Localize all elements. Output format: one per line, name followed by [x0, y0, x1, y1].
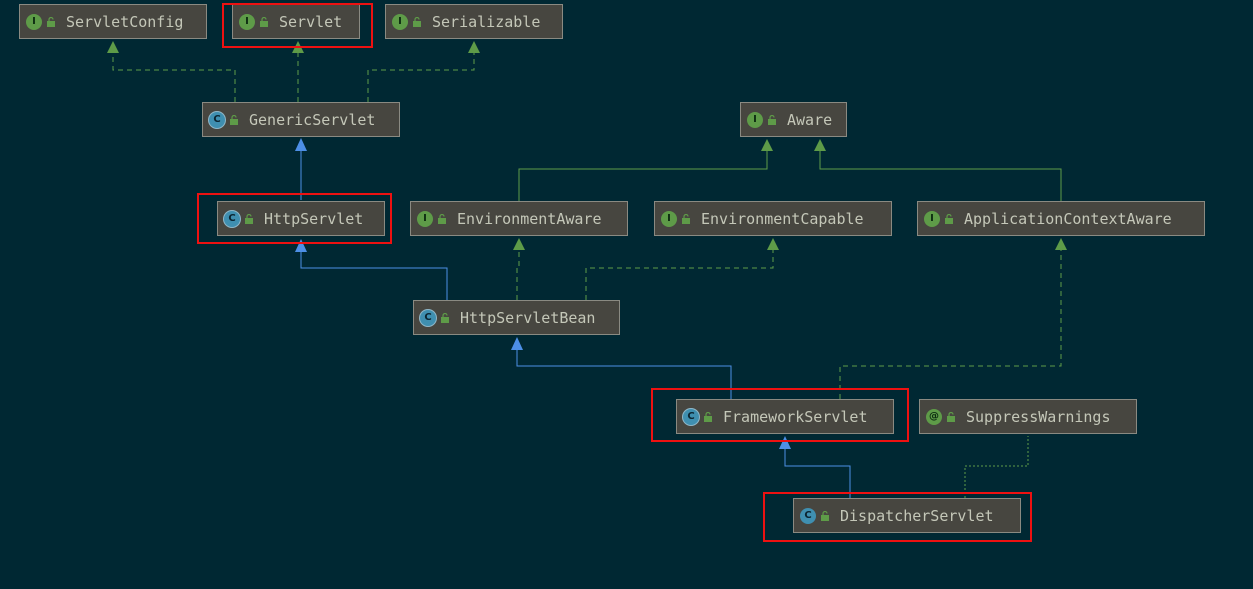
- public-lock-icon: [441, 312, 449, 323]
- edge-genericservlet-serializable: [367, 41, 480, 102]
- node-label: DispatcherServlet: [840, 506, 994, 525]
- interface-badge-icon: I: [661, 210, 677, 227]
- highlight-frameworkservlet: [651, 388, 909, 442]
- class-badge-icon: C: [800, 507, 816, 524]
- public-lock-icon: [230, 114, 238, 125]
- annotation-badge-icon: @: [926, 408, 942, 425]
- public-lock-icon: [682, 213, 690, 224]
- edge-environmentaware-aware: [518, 139, 773, 201]
- node-label: EnvironmentCapable: [701, 209, 864, 228]
- interface-badge-icon: I: [239, 13, 255, 30]
- node-servlet[interactable]: I Servlet: [232, 4, 360, 39]
- highlight-httpservlet: [197, 193, 392, 244]
- interface-badge-icon: I: [924, 210, 940, 227]
- highlight-servlet: [222, 3, 373, 48]
- node-label: FrameworkServlet: [723, 407, 868, 426]
- node-environmentcapable[interactable]: I EnvironmentCapable: [654, 201, 892, 236]
- public-lock-icon: [438, 213, 446, 224]
- abstract-class-badge-icon: C: [683, 408, 699, 425]
- node-servletconfig[interactable]: I ServletConfig: [19, 4, 207, 39]
- node-genericservlet[interactable]: C GenericServlet: [202, 102, 400, 137]
- node-label: EnvironmentAware: [457, 209, 602, 228]
- node-label: SuppressWarnings: [966, 407, 1111, 426]
- edge-genericservlet-servlet: [292, 41, 304, 102]
- interface-badge-icon: I: [417, 210, 433, 227]
- edge-applicationcontextaware-aware: [814, 139, 1062, 201]
- node-label: ApplicationContextAware: [964, 209, 1172, 228]
- node-label: GenericServlet: [249, 110, 376, 129]
- edge-httpservlet-genericservlet: [295, 138, 307, 200]
- abstract-class-badge-icon: C: [224, 210, 240, 227]
- interface-badge-icon: I: [26, 13, 42, 30]
- node-label: HttpServletBean: [460, 308, 596, 327]
- public-lock-icon: [47, 16, 55, 27]
- edge-dispatcherservlet-suppresswarnings: [964, 436, 1029, 498]
- edge-dispatcherservlet-frameworkservlet: [779, 436, 851, 498]
- node-applicationcontextaware[interactable]: I ApplicationContextAware: [917, 201, 1205, 236]
- node-frameworkservlet[interactable]: C FrameworkServlet: [676, 399, 894, 434]
- node-httpservlet[interactable]: C HttpServlet: [217, 201, 385, 236]
- public-lock-icon: [704, 411, 712, 422]
- node-label: Aware: [787, 110, 833, 129]
- interface-badge-icon: I: [392, 13, 408, 30]
- node-serializable[interactable]: I Serializable: [385, 4, 563, 39]
- node-label: Serializable: [432, 12, 541, 31]
- edge-frameworkservlet-httpservletbean: [511, 337, 732, 399]
- node-httpservletbean[interactable]: C HttpServletBean: [413, 300, 620, 335]
- abstract-class-badge-icon: C: [209, 111, 225, 128]
- node-label: Servlet: [279, 12, 343, 31]
- edge-httpservletbean-environmentaware: [513, 238, 525, 300]
- abstract-class-badge-icon: C: [420, 309, 436, 326]
- edge-frameworkservlet-applicationcontextaware: [839, 238, 1067, 399]
- edge-httpservletbean-environmentcapable: [585, 238, 779, 300]
- public-lock-icon: [947, 411, 955, 422]
- node-dispatcherservlet[interactable]: C DispatcherServlet: [793, 498, 1021, 533]
- node-suppresswarnings[interactable]: @ SuppressWarnings: [919, 399, 1137, 434]
- public-lock-icon: [260, 16, 268, 27]
- highlight-dispatcherservlet: [763, 492, 1032, 542]
- node-label: HttpServlet: [264, 209, 364, 228]
- public-lock-icon: [945, 213, 953, 224]
- edge-genericservlet-servletconfig: [107, 41, 236, 102]
- edge-httpservletbean-httpservlet: [295, 239, 448, 300]
- node-label: ServletConfig: [66, 12, 184, 31]
- public-lock-icon: [245, 213, 253, 224]
- node-environmentaware[interactable]: I EnvironmentAware: [410, 201, 628, 236]
- public-lock-icon: [768, 114, 776, 125]
- public-lock-icon: [413, 16, 421, 27]
- interface-badge-icon: I: [747, 111, 763, 128]
- public-lock-icon: [821, 510, 829, 521]
- node-aware[interactable]: I Aware: [740, 102, 847, 137]
